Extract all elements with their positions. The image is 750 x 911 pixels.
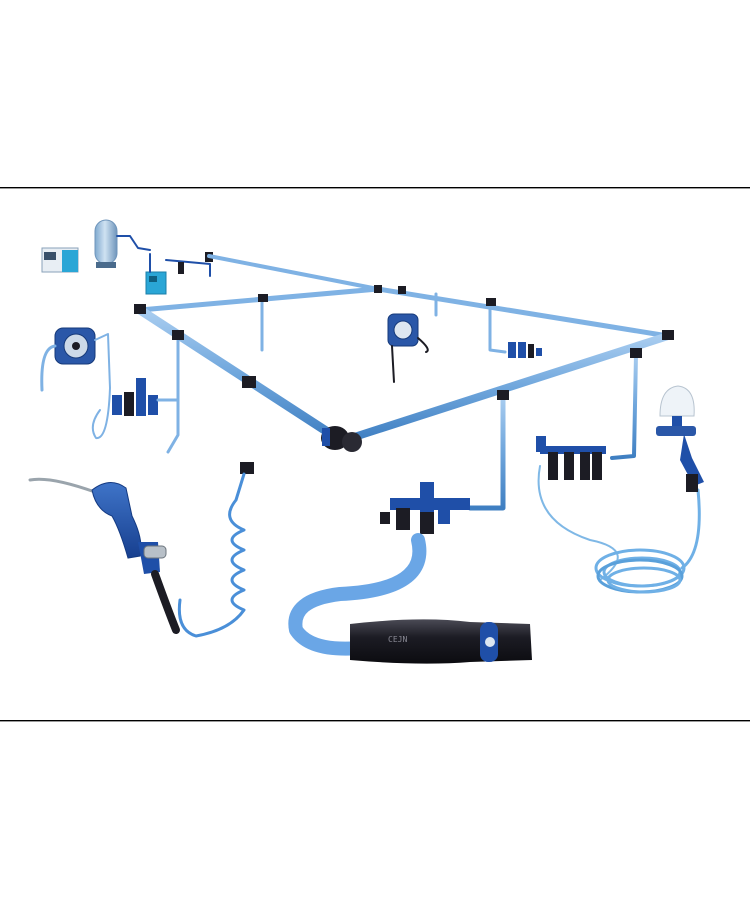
inline-filter-icon [178,262,184,274]
frl-unit-back-right [508,342,542,358]
dryer-unit [145,271,167,295]
drop-fitting [242,376,256,388]
corner-fitting-left [134,304,146,314]
drop-fitting [486,298,496,306]
hose-reel-left [40,327,111,439]
pipe-network [135,254,672,445]
blow-gun [28,477,180,634]
hose-reel-back [387,313,429,383]
tee-fitting [398,286,406,294]
bottom-rule [0,720,750,722]
compressor-unit [41,247,79,273]
corner-fitting-front [321,426,362,452]
compressed-air-system-illustration: CEJN [28,219,704,664]
spray-gun [656,385,704,492]
air-tool-handle: CEJN [350,619,532,664]
brand-mark: CEJN [388,635,407,644]
frl-unit-left [112,378,180,416]
frl-unit-front [380,482,470,534]
top-rule [0,187,750,189]
quick-coupling-icon [240,462,254,474]
drop-fitting [630,348,642,358]
filter-bank [536,436,606,480]
drop-fitting [172,330,184,340]
drop-fitting [497,390,509,400]
coiled-hose [594,488,701,594]
air-receiver-tank [94,219,118,268]
corner-fitting-back [374,285,382,293]
corner-fitting-right [662,330,674,340]
drop-fitting [258,294,268,302]
